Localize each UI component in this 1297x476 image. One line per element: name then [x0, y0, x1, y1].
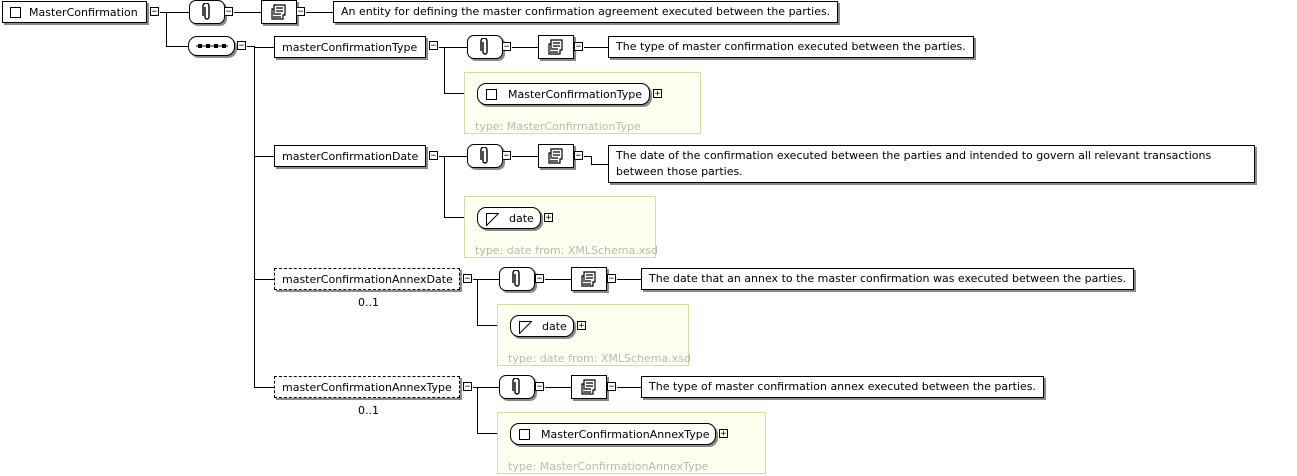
paperclip-icon: [202, 3, 210, 20]
square-icon: [486, 89, 497, 100]
type-panel-2: date + type: date from: XMLSchema.xsd: [464, 196, 658, 258]
type-label: type: date from: XMLSchema.xsd: [475, 244, 658, 257]
scroll-icon: [581, 271, 596, 287]
collapse-toggle-element-1[interactable]: −: [429, 41, 438, 51]
type-name-label: MasterConfirmationAnnexType: [541, 427, 710, 441]
collapse-toggle-doc-2[interactable]: −: [574, 151, 583, 161]
type-box-date[interactable]: date: [477, 207, 541, 229]
scroll-icon: [581, 379, 596, 395]
type-name-label: date: [509, 211, 534, 225]
paperclip-icon: [480, 38, 488, 55]
annotation-box-element-2[interactable]: [467, 144, 503, 168]
documentation-box-root[interactable]: [261, 0, 297, 24]
documentation-box-element-1[interactable]: [538, 35, 574, 59]
paperclip-icon: [512, 270, 520, 287]
type-label: type: MasterConfirmationType: [475, 120, 641, 133]
square-icon: [519, 429, 530, 440]
occurrence-label: 0..1: [358, 404, 379, 417]
root-element-box[interactable]: MasterConfirmation: [2, 1, 147, 23]
annotation-box-element-4[interactable]: [499, 375, 535, 399]
documentation-text-element-4: The type of master confirmation annex ex…: [641, 376, 1045, 398]
collapse-toggle-doc-3[interactable]: −: [607, 274, 616, 284]
triangle-icon: [519, 321, 532, 334]
collapse-toggle-annotation-4[interactable]: −: [535, 382, 544, 392]
collapse-toggle-root-annotation[interactable]: −: [224, 7, 233, 17]
collapse-toggle-root[interactable]: −: [150, 7, 159, 17]
type-panel-4: MasterConfirmationAnnexType + type: Mast…: [497, 412, 766, 474]
collapse-toggle-element-4[interactable]: −: [463, 382, 472, 392]
annotation-box-root[interactable]: [189, 0, 225, 24]
collapse-toggle-annotation-3[interactable]: −: [535, 274, 544, 284]
documentation-text-element-1: The type of master confirmation executed…: [608, 36, 974, 58]
documentation-text-element-2: The date of the confirmation executed be…: [608, 145, 1255, 183]
expand-toggle-type-4[interactable]: +: [719, 429, 728, 439]
collapse-toggle-element-3[interactable]: −: [463, 274, 472, 284]
expand-toggle-type-3[interactable]: +: [577, 321, 586, 331]
scroll-icon: [548, 39, 563, 55]
documentation-text-root: An entity for defining the master confir…: [333, 1, 839, 23]
collapse-toggle-element-2[interactable]: −: [429, 151, 438, 161]
square-icon: [10, 7, 21, 18]
collapse-toggle-doc-4[interactable]: −: [607, 382, 616, 392]
type-box-MasterConfirmationType[interactable]: MasterConfirmationType: [477, 83, 650, 105]
type-label: type: date from: XMLSchema.xsd: [508, 352, 691, 365]
expand-toggle-type-2[interactable]: +: [544, 213, 553, 223]
sequence-icon: [195, 44, 228, 48]
type-panel-3: date + type: date from: XMLSchema.xsd: [497, 304, 691, 366]
documentation-box-element-3[interactable]: [571, 267, 607, 291]
element-label: masterConfirmationDate: [282, 149, 419, 163]
type-name-label: MasterConfirmationType: [508, 87, 642, 101]
type-box-date[interactable]: date: [510, 315, 574, 337]
collapse-toggle-annotation-1[interactable]: −: [502, 42, 511, 52]
occurrence-label: 0..1: [358, 296, 379, 309]
documentation-text-element-3: The date that an annex to the master con…: [641, 268, 1135, 290]
documentation-box-element-2[interactable]: [538, 144, 574, 168]
element-label: masterConfirmationType: [282, 40, 418, 54]
paperclip-icon: [512, 378, 520, 395]
root-element-label: MasterConfirmation: [29, 5, 138, 19]
element-box-masterConfirmationDate[interactable]: masterConfirmationDate: [274, 145, 426, 167]
collapse-toggle-root-doc[interactable]: −: [296, 7, 305, 17]
collapse-toggle-annotation-2[interactable]: −: [502, 151, 511, 161]
collapse-toggle-doc-1[interactable]: −: [574, 42, 583, 52]
paperclip-icon: [480, 147, 488, 164]
type-label: type: MasterConfirmationAnnexType: [508, 460, 709, 473]
type-name-label: date: [542, 319, 567, 333]
element-box-masterConfirmationAnnexDate[interactable]: masterConfirmationAnnexDate: [274, 268, 460, 290]
annotation-box-element-1[interactable]: [467, 35, 503, 59]
element-box-masterConfirmationAnnexType[interactable]: masterConfirmationAnnexType: [274, 376, 460, 398]
sequence-compositor[interactable]: [188, 36, 235, 56]
scroll-icon: [271, 4, 286, 20]
element-label: masterConfirmationAnnexDate: [282, 272, 453, 286]
scroll-icon: [548, 148, 563, 164]
type-box-MasterConfirmationAnnexType[interactable]: MasterConfirmationAnnexType: [510, 423, 716, 445]
collapse-toggle-sequence[interactable]: −: [237, 41, 246, 51]
annotation-box-element-3[interactable]: [499, 267, 535, 291]
type-panel-1: MasterConfirmationType + type: MasterCon…: [464, 72, 701, 134]
documentation-box-element-4[interactable]: [571, 375, 607, 399]
expand-toggle-type-1[interactable]: +: [653, 89, 662, 99]
element-box-masterConfirmationType[interactable]: masterConfirmationType: [274, 36, 426, 58]
triangle-icon: [486, 213, 499, 226]
element-label: masterConfirmationAnnexType: [282, 380, 452, 394]
